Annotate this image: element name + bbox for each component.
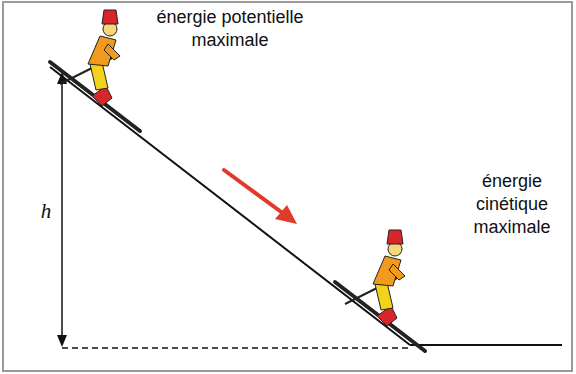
frame — [3, 2, 572, 371]
reference-line — [62, 347, 410, 349]
skis — [50, 62, 140, 131]
hat — [387, 230, 403, 244]
energy-label: énergie potentielle maximale — [140, 6, 320, 52]
energy-label: énergie cinétique maximale — [464, 170, 560, 239]
height-label: h — [38, 200, 54, 223]
arm — [389, 264, 405, 280]
skier-bottom — [335, 230, 425, 351]
ground-line — [410, 344, 562, 346]
slope-line — [50, 67, 410, 345]
arm — [104, 44, 120, 60]
height-arrow — [61, 80, 63, 340]
motion-arrow — [224, 170, 284, 214]
skis — [335, 282, 425, 351]
hat — [102, 10, 118, 24]
arrow-head — [275, 205, 297, 224]
arrow-head — [57, 335, 67, 347]
skier-top — [50, 10, 140, 131]
